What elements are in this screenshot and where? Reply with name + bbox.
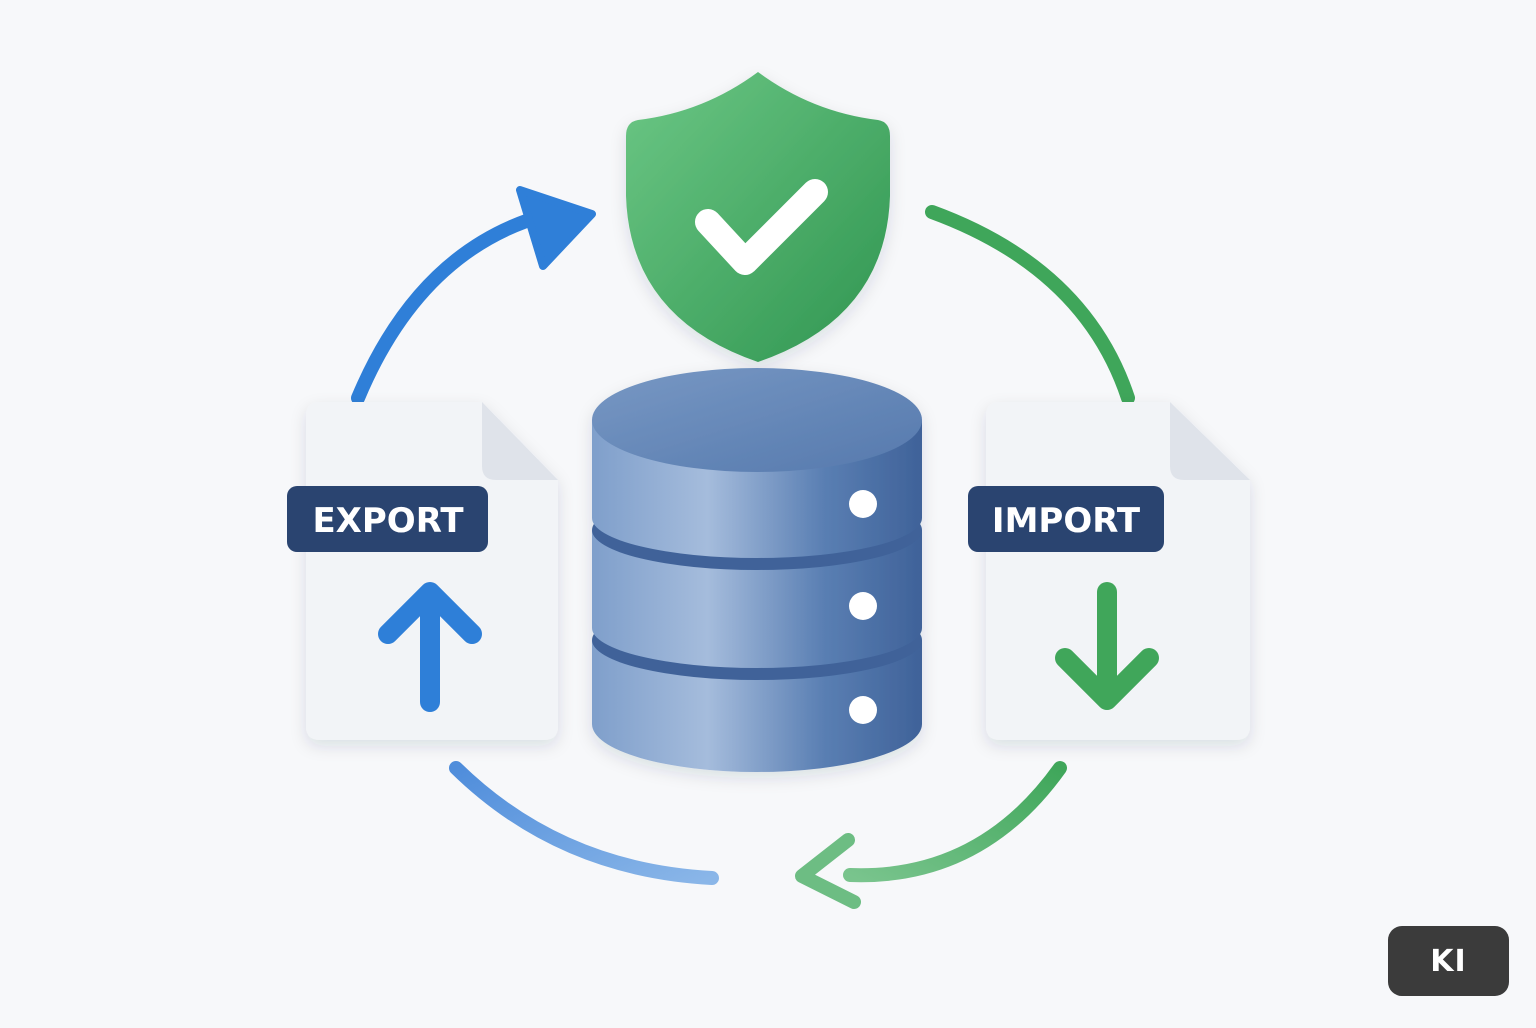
arrowhead-icon — [795, 833, 861, 909]
arrowhead-icon — [516, 186, 596, 270]
checkmark-icon — [695, 179, 828, 275]
flow-arc-bottom-to-export — [449, 761, 719, 885]
flow-arc-export-to-shield — [351, 186, 596, 405]
status-dot — [849, 490, 877, 518]
import-label-tag: IMPORT — [968, 486, 1164, 552]
flow-arc-import-to-bottom — [795, 761, 1067, 909]
export-label-tag: EXPORT — [287, 486, 488, 552]
import-label: IMPORT — [992, 501, 1141, 541]
shield-check-icon — [626, 72, 890, 362]
arrow-down-icon — [1055, 582, 1159, 710]
export-label: EXPORT — [312, 501, 464, 541]
ki-badge: KI — [1388, 926, 1509, 996]
status-dot — [849, 696, 877, 724]
arrow-up-icon — [378, 582, 482, 712]
import-document — [986, 402, 1250, 740]
status-dot — [849, 592, 877, 620]
database-icon — [592, 368, 922, 772]
export-document — [306, 402, 558, 740]
ki-badge-text: KI — [1430, 943, 1467, 979]
flow-arc-shield-to-import — [925, 205, 1135, 405]
